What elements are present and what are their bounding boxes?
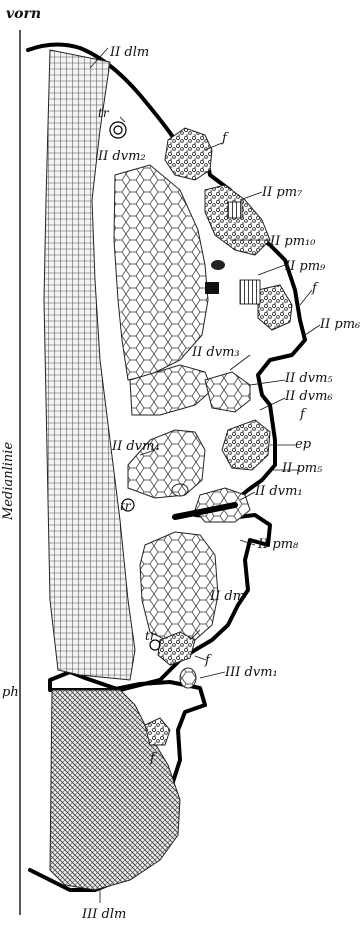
trachea-upper-inner — [114, 126, 122, 134]
label-ii-pm6: II pm₆ — [319, 317, 360, 332]
label-ii-dvm1: II dvm₁ — [254, 484, 303, 499]
label-tr-upper: tr — [98, 106, 110, 120]
label-ii-dvm4: II dvm₄ — [111, 439, 160, 454]
hatched-block-pm9 — [240, 280, 260, 304]
label-f-2: f — [311, 281, 319, 296]
label-ii-pm9: II pm₉ — [284, 259, 326, 274]
fat-body-bottom — [145, 718, 170, 745]
label-ii-dvm2: II dvm₂ — [97, 149, 146, 164]
fat-body-right-2 — [258, 285, 292, 330]
cell-mass-ii-dm — [140, 532, 218, 642]
oval-iii-dvm — [180, 668, 196, 688]
label-ep: ep — [295, 437, 312, 452]
label-iii-dlm: III dlm — [81, 907, 126, 922]
label-ii-pm10: II pm₁₀ — [269, 234, 316, 249]
ii-dlm-muscle — [44, 50, 135, 680]
fat-body-right-1 — [205, 185, 270, 255]
label-ii-dvm3: II dvm₃ — [191, 345, 240, 360]
label-f-4: f — [204, 653, 212, 668]
hatched-block-small — [205, 282, 219, 294]
label-ii-dvm5: II dvm₅ — [284, 371, 333, 386]
label-f-3: f — [299, 407, 307, 422]
label-iii-dvm1: III dvm₁ — [224, 665, 278, 680]
label-ii-pm5: II pm₅ — [281, 461, 323, 476]
label-ii-pm7: II pm₇ — [261, 185, 303, 200]
cell-mass-dvm5 — [205, 372, 250, 412]
oval-structure — [211, 260, 225, 270]
trachea-upper — [110, 122, 126, 138]
label-tr-lower: tr — [145, 629, 157, 643]
label-ii-dlm: II dlm — [109, 45, 149, 60]
fat-body-mid — [222, 420, 270, 470]
oval-mid-small — [172, 484, 188, 496]
median-line-label: Medianlinie — [1, 442, 16, 521]
label-ii-dvm6: II dvm₆ — [284, 389, 333, 404]
hatched-block-pm7 — [228, 202, 242, 218]
label-ii-pm8: II pm₈ — [257, 537, 299, 552]
label-ii-dm: II dm — [209, 589, 245, 604]
label-ph: ph — [2, 685, 19, 700]
label-f-1: f — [221, 131, 229, 146]
header-text: vorn — [6, 6, 41, 22]
label-tr-mid: tr — [120, 499, 132, 513]
